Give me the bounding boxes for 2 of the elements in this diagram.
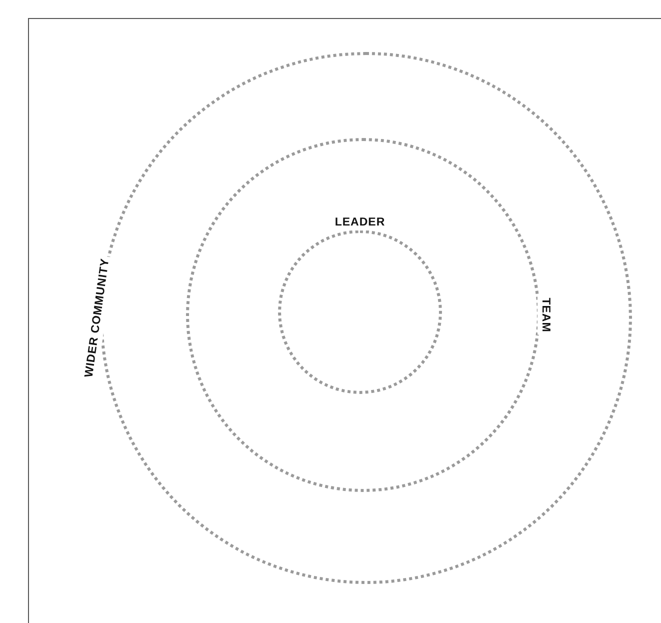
ring-label: TEAM (538, 296, 552, 334)
ring-label: LEADER (332, 216, 388, 230)
